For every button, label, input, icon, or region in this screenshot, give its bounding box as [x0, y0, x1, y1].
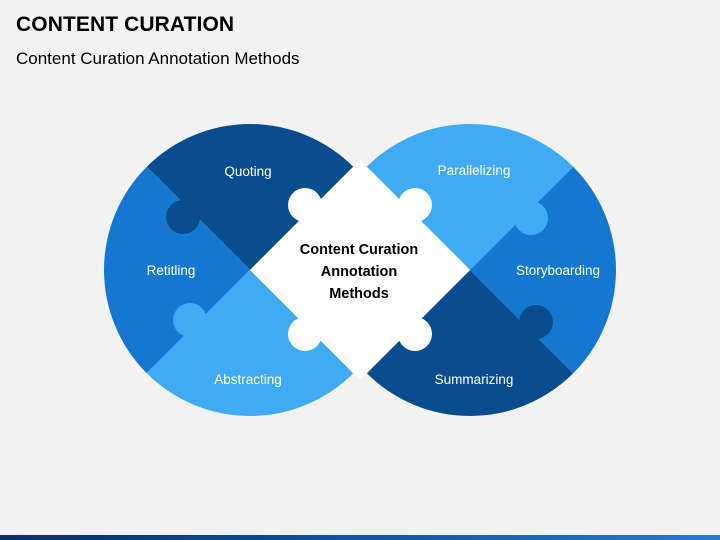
- center-knob-top-right: [398, 188, 432, 222]
- center-title-line-1: Content Curation: [300, 242, 418, 258]
- label-retitling: Retitling: [147, 263, 196, 278]
- center-knob-bottom-left: [288, 317, 322, 351]
- puzzle-piece-parallelizing: [324, 124, 616, 270]
- puzzle-piece-abstracting: [104, 270, 396, 416]
- knob-summarizing: [519, 305, 553, 339]
- puzzle-piece-retitling: [104, 124, 250, 416]
- label-abstracting: Abstracting: [214, 372, 282, 387]
- label-quoting: Quoting: [224, 164, 271, 179]
- center-title-line-3: Methods: [329, 286, 389, 302]
- knob-abstracting: [173, 303, 207, 337]
- label-storyboarding: Storyboarding: [516, 263, 600, 278]
- puzzle-piece-summarizing: [324, 270, 616, 416]
- center-knob-top-left: [288, 188, 322, 222]
- label-summarizing: Summarizing: [435, 372, 514, 387]
- bottom-accent-bar: [0, 535, 720, 540]
- knob-parallelizing: [514, 201, 548, 235]
- center-title-line-2: Annotation: [321, 264, 398, 280]
- center-piece: [250, 160, 470, 380]
- page-title: CONTENT CURATION: [16, 13, 235, 36]
- puzzle-piece-quoting: [104, 124, 396, 270]
- knob-quoting: [166, 200, 200, 234]
- label-parallelizing: Parallelizing: [438, 163, 511, 178]
- page-subtitle: Content Curation Annotation Methods: [16, 49, 300, 68]
- puzzle-piece-storyboarding: [470, 124, 616, 416]
- center-knob-bottom-right: [398, 317, 432, 351]
